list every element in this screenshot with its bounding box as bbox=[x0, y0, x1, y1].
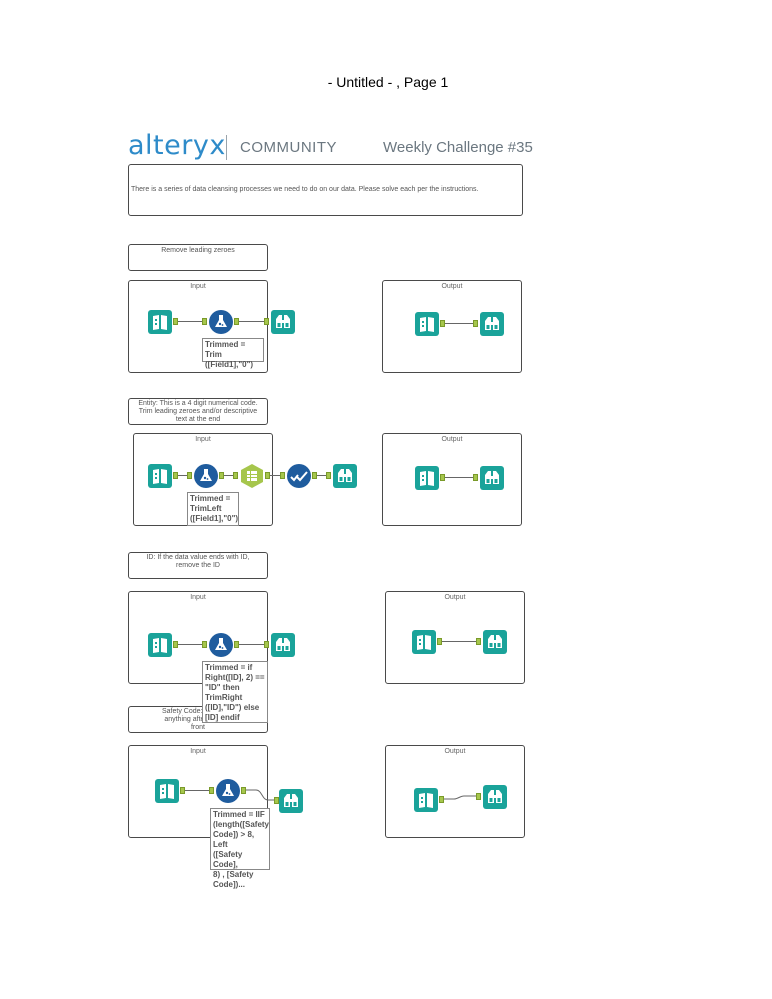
connection-line bbox=[224, 475, 233, 476]
section3-output-label: Output bbox=[444, 594, 466, 601]
connection-line bbox=[270, 475, 280, 476]
page-header: - Untitled - , Page 1 bbox=[327, 74, 449, 90]
section2-comment-box[interactable]: Entity: This is a 4 digit numerical code… bbox=[128, 398, 268, 425]
input-anchor[interactable] bbox=[264, 318, 269, 325]
input-anchor[interactable] bbox=[473, 320, 478, 327]
output-anchor[interactable] bbox=[173, 318, 178, 325]
output-anchor[interactable] bbox=[241, 787, 246, 794]
intro-text: There is a series of data cleansing proc… bbox=[131, 186, 479, 193]
input-data-icon[interactable] bbox=[148, 310, 172, 334]
output-anchor[interactable] bbox=[437, 638, 442, 645]
challenge-title: Weekly Challenge #35 bbox=[383, 139, 533, 156]
input-anchor[interactable] bbox=[264, 641, 269, 648]
browse-icon[interactable] bbox=[483, 630, 507, 654]
connection-line bbox=[178, 321, 202, 322]
input-anchor[interactable] bbox=[202, 641, 207, 648]
connection-curve bbox=[444, 795, 476, 800]
input-anchor[interactable] bbox=[476, 793, 481, 800]
intro-comment-box[interactable] bbox=[128, 164, 523, 216]
input-data-icon[interactable] bbox=[414, 788, 438, 812]
output-anchor[interactable] bbox=[173, 472, 178, 479]
connection-line bbox=[239, 644, 264, 645]
input-anchor[interactable] bbox=[326, 472, 331, 479]
input-anchor[interactable] bbox=[274, 797, 279, 804]
input-anchor[interactable] bbox=[233, 472, 238, 479]
alteryx-logo: alteryx bbox=[128, 130, 226, 161]
connection-line bbox=[445, 477, 473, 478]
input-data-icon[interactable] bbox=[148, 633, 172, 657]
input-anchor[interactable] bbox=[187, 472, 192, 479]
browse-icon[interactable] bbox=[271, 633, 295, 657]
formula-icon[interactable] bbox=[194, 464, 218, 488]
section3-input-label: Input bbox=[190, 594, 206, 601]
browse-icon[interactable] bbox=[279, 789, 303, 813]
input-data-icon[interactable] bbox=[155, 779, 179, 803]
formula-annotation: Trimmed = IIF (length([Safety Code]) > 8… bbox=[210, 808, 270, 889]
filter-icon[interactable] bbox=[287, 464, 311, 488]
browse-icon[interactable] bbox=[333, 464, 357, 488]
formula-annotation: Trimmed = if Right([ID], 2) == "ID" then… bbox=[202, 661, 268, 723]
output-anchor[interactable] bbox=[440, 474, 445, 481]
output-anchor[interactable] bbox=[439, 796, 444, 803]
browse-icon[interactable] bbox=[483, 785, 507, 809]
output-anchor[interactable] bbox=[219, 472, 224, 479]
select-icon[interactable] bbox=[240, 464, 264, 488]
output-anchor[interactable] bbox=[440, 320, 445, 327]
section1-comment-text: Remove leading zeroes bbox=[161, 247, 235, 254]
input-anchor[interactable] bbox=[473, 474, 478, 481]
section4-output-label: Output bbox=[444, 748, 466, 755]
connection-line bbox=[317, 475, 326, 476]
formula-annotation: Trimmed = TrimLeft ([Field1],"0") bbox=[187, 492, 239, 526]
input-data-icon[interactable] bbox=[415, 466, 439, 490]
formula-icon[interactable] bbox=[216, 779, 240, 803]
output-anchor[interactable] bbox=[180, 787, 185, 794]
formula-annotation: Trimmed = Trim ([Field1],"0") bbox=[202, 338, 264, 369]
community-label: COMMUNITY bbox=[240, 139, 337, 156]
output-anchor[interactable] bbox=[234, 641, 239, 648]
input-data-icon[interactable] bbox=[148, 464, 172, 488]
section4-input-label: Input bbox=[190, 748, 206, 755]
section1-input-label: Input bbox=[190, 283, 206, 290]
formula-icon[interactable] bbox=[209, 633, 233, 657]
section1-output-label: Output bbox=[441, 283, 463, 290]
output-anchor[interactable] bbox=[312, 472, 317, 479]
output-anchor[interactable] bbox=[234, 318, 239, 325]
input-anchor[interactable] bbox=[209, 787, 214, 794]
connection-line bbox=[442, 641, 476, 642]
browse-icon[interactable] bbox=[480, 312, 504, 336]
section1-comment-box[interactable]: Remove leading zeroes bbox=[128, 244, 268, 271]
input-anchor[interactable] bbox=[202, 318, 207, 325]
browse-icon[interactable] bbox=[480, 466, 504, 490]
output-anchor[interactable] bbox=[173, 641, 178, 648]
connection-line bbox=[239, 321, 264, 322]
section3-comment-box[interactable]: ID: If the data value ends with ID, remo… bbox=[128, 552, 268, 579]
output-anchor[interactable] bbox=[265, 472, 270, 479]
input-anchor[interactable] bbox=[280, 472, 285, 479]
browse-icon[interactable] bbox=[271, 310, 295, 334]
input-data-icon[interactable] bbox=[415, 312, 439, 336]
logo-divider bbox=[226, 135, 227, 160]
connection-curve bbox=[246, 789, 274, 801]
section2-input-label: Input bbox=[195, 436, 211, 443]
connection-line bbox=[178, 644, 202, 645]
connection-line bbox=[185, 790, 209, 791]
formula-icon[interactable] bbox=[209, 310, 233, 334]
input-data-icon[interactable] bbox=[412, 630, 436, 654]
connection-line bbox=[178, 475, 188, 476]
section2-comment-text: Entity: This is a 4 digit numerical code… bbox=[138, 400, 258, 423]
section2-output-label: Output bbox=[441, 436, 463, 443]
section3-comment-text: ID: If the data value ends with ID, remo… bbox=[146, 554, 250, 569]
input-anchor[interactable] bbox=[476, 638, 481, 645]
connection-line bbox=[445, 323, 473, 324]
